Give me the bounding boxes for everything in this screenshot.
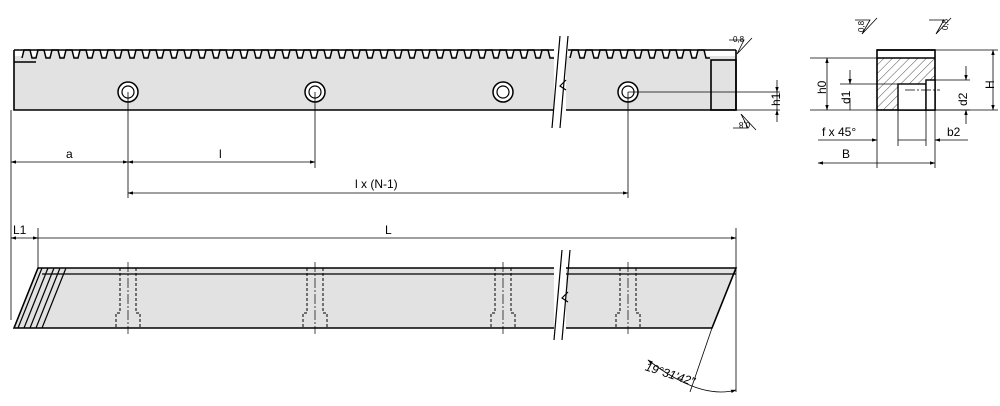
hidden-bolt-hole-1 — [115, 262, 141, 334]
roughness-symbol-bottom: 0,8 — [733, 113, 757, 131]
rack-front-view: 0,8 0,8 — [13, 35, 757, 131]
svg-text:0,8: 0,8 — [941, 18, 950, 30]
dimensions-top: a l l x (N-1) h1 — [10, 80, 783, 320]
roughness-symbol-section-right: 0,8 — [929, 17, 952, 35]
roughness-symbol-section-left: 0,8 — [855, 17, 878, 35]
svg-text:0,8: 0,8 — [733, 35, 745, 44]
roughness-symbol-top: 0,8 — [729, 35, 753, 55]
svg-text:0,8: 0,8 — [738, 120, 750, 129]
dim-L1-label: L1 — [13, 223, 27, 237]
hidden-bolt-hole-3 — [490, 262, 516, 334]
break-lines-top — [551, 35, 569, 129]
helical-rack-view: L1 L 19°31'42" — [10, 223, 738, 393]
hidden-bolt-hole-2 — [302, 262, 328, 334]
dim-H-label: H — [983, 80, 997, 89]
svg-text:0,8: 0,8 — [857, 20, 866, 32]
helix-lines — [17, 267, 67, 329]
dim-angle-label: 19°31'42" — [643, 360, 697, 389]
dim-a-label: a — [66, 147, 73, 161]
dim-B-label: B — [842, 147, 850, 161]
break-lines-bottom — [553, 249, 571, 341]
rack-section-view: 0,8 0,8 h0 d1 d2 H f x 45° b2 — [810, 17, 998, 168]
dim-h1-label: h1 — [769, 92, 783, 106]
dim-b2-label: b2 — [947, 125, 961, 139]
mounting-hole-3 — [492, 81, 514, 103]
dim-L-label: L — [385, 223, 392, 237]
hidden-bolt-hole-4 — [615, 262, 641, 334]
dim-l-label: l — [219, 147, 222, 161]
dim-h0-label: h0 — [815, 80, 829, 94]
dim-d2-label: d2 — [956, 92, 970, 106]
dim-d1-label: d1 — [839, 90, 853, 104]
rack-teeth — [21, 49, 710, 59]
dim-l-times-n-label: l x (N-1) — [355, 177, 398, 191]
rack-body — [14, 56, 736, 110]
dim-f45-label: f x 45° — [822, 125, 856, 139]
